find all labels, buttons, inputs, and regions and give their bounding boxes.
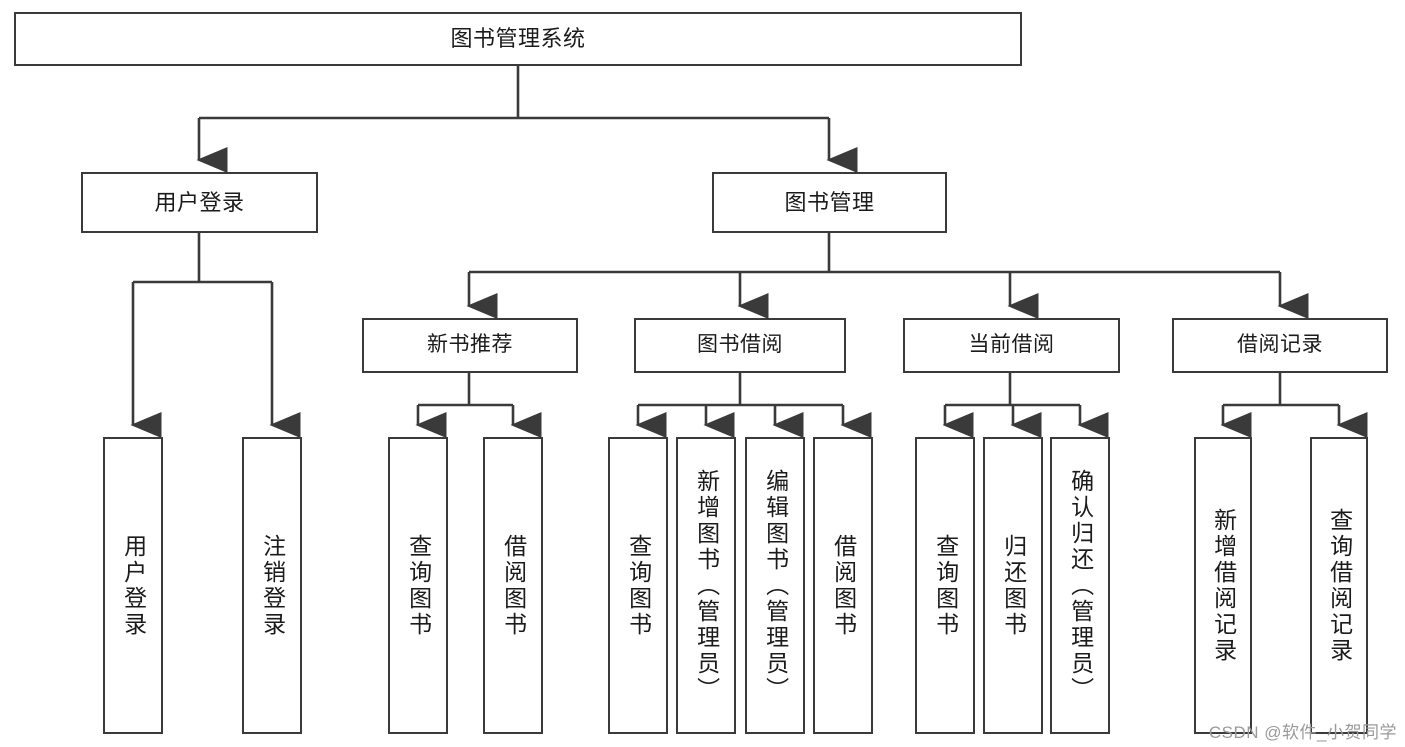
csdn-watermark: CSDN @软件_小贺同学 <box>1208 723 1397 742</box>
leaf-edit-book-admin-label: 编辑图书（管理员） <box>762 468 789 703</box>
node-root-label: 图书管理系统 <box>450 26 586 52</box>
leaf-return-book[interactable]: 归还图书 <box>983 437 1043 734</box>
leaf-query-borrow-record-label: 查询借阅记录 <box>1326 507 1353 664</box>
node-new-book-recommendation-label: 新书推荐 <box>427 333 513 357</box>
leaf-add-book-admin[interactable]: 新增图书（管理员） <box>676 437 736 734</box>
leaf-query-book-new[interactable]: 查询图书 <box>388 437 448 734</box>
leaf-query-book-current[interactable]: 查询图书 <box>915 437 975 734</box>
node-borrow-record[interactable]: 借阅记录 <box>1172 318 1388 373</box>
leaf-borrow-book-label: 借阅图书 <box>830 533 857 638</box>
leaf-user-login-label: 用户登录 <box>120 533 147 638</box>
node-borrow-record-label: 借阅记录 <box>1237 333 1323 357</box>
node-user-login[interactable]: 用户登录 <box>81 172 318 233</box>
node-book-management[interactable]: 图书管理 <box>712 172 947 233</box>
leaf-confirm-return-admin-label: 确认归还（管理员） <box>1067 468 1094 703</box>
leaf-confirm-return-admin[interactable]: 确认归还（管理员） <box>1050 437 1110 734</box>
leaf-logout-label: 注销登录 <box>259 533 286 638</box>
node-current-borrowing-label: 当前借阅 <box>968 333 1055 357</box>
leaf-query-book-new-label: 查询图书 <box>405 533 432 638</box>
node-book-borrowing-label: 图书借阅 <box>697 333 783 357</box>
node-new-book-recommendation[interactable]: 新书推荐 <box>362 318 578 373</box>
leaf-logout[interactable]: 注销登录 <box>242 437 302 734</box>
leaf-borrow-book-new-label: 借阅图书 <box>500 533 527 638</box>
leaf-edit-book-admin[interactable]: 编辑图书（管理员） <box>745 437 805 734</box>
node-root[interactable]: 图书管理系统 <box>14 12 1022 66</box>
leaf-user-login[interactable]: 用户登录 <box>103 437 163 734</box>
leaf-query-book-borrow[interactable]: 查询图书 <box>608 437 668 734</box>
node-user-login-label: 用户登录 <box>154 189 245 215</box>
leaf-return-book-label: 归还图书 <box>1000 533 1027 638</box>
leaf-borrow-book-new[interactable]: 借阅图书 <box>483 437 543 734</box>
leaf-query-book-current-label: 查询图书 <box>932 533 959 638</box>
leaf-add-borrow-record[interactable]: 新增借阅记录 <box>1194 437 1252 734</box>
node-book-borrowing[interactable]: 图书借阅 <box>634 318 846 373</box>
leaf-query-borrow-record[interactable]: 查询借阅记录 <box>1310 437 1368 734</box>
node-book-management-label: 图书管理 <box>784 189 875 215</box>
leaf-query-book-borrow-label: 查询图书 <box>625 533 652 638</box>
leaf-borrow-book[interactable]: 借阅图书 <box>813 437 873 734</box>
leaf-add-borrow-record-label: 新增借阅记录 <box>1210 507 1237 664</box>
leaf-add-book-admin-label: 新增图书（管理员） <box>693 468 720 703</box>
node-current-borrowing[interactable]: 当前借阅 <box>903 318 1120 373</box>
